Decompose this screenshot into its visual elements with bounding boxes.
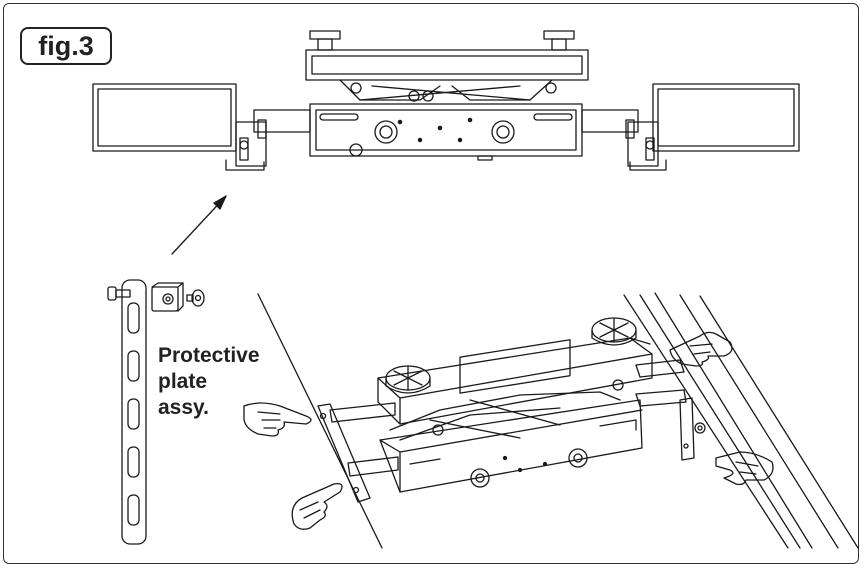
figure-label: fig.3 — [20, 27, 112, 65]
left-end-bracket — [317, 403, 371, 503]
right-end-bracket — [679, 397, 695, 461]
pointing-hand-icon — [291, 483, 343, 530]
callout-line-1: Protective — [158, 344, 260, 367]
washer-icon — [186, 289, 205, 307]
right-bracket — [625, 119, 667, 171]
figure-frame — [3, 3, 859, 564]
bolt-icon — [107, 286, 131, 301]
pointing-arrow-icon — [171, 195, 227, 255]
scissor-arms — [339, 79, 557, 102]
left-side-plate — [92, 83, 237, 152]
vehicle-lift-rails — [257, 292, 859, 549]
protective-plate-callout: Protective plate assy. — [158, 343, 260, 421]
top-saddle — [305, 30, 589, 81]
left-bracket — [225, 119, 267, 171]
protective-plate-parts — [107, 279, 205, 545]
callout-line-3: assy. — [158, 396, 209, 419]
perspective-saddle — [377, 317, 653, 425]
right-side-plate — [652, 83, 800, 152]
top-view-jack — [92, 30, 800, 171]
base-frame — [309, 103, 583, 161]
square-nut-icon — [151, 282, 184, 312]
callout-line-2: plate — [158, 370, 208, 393]
left-extension-bar — [253, 109, 311, 133]
protective-plate-icon — [121, 279, 147, 545]
pointing-hand-icon — [669, 331, 733, 367]
pointing-hand-icon — [715, 451, 774, 486]
pointing-hand-icon — [243, 402, 312, 437]
right-extension-bar — [581, 109, 639, 133]
perspective-jack — [317, 317, 706, 503]
